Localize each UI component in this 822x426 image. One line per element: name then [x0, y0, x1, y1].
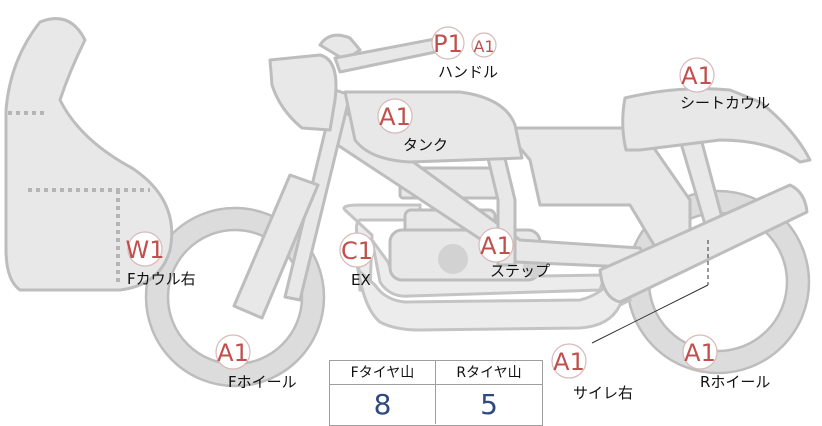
- marker-muffler-right-code: A1: [553, 348, 585, 376]
- marker-ex: C1 EX: [339, 232, 375, 289]
- rear-tread-header: Rタイヤ山: [436, 361, 542, 385]
- marker-muffler-right-label: サイレ右: [573, 384, 633, 402]
- marker-f-cowl-right-label: Fカウル右: [127, 270, 196, 288]
- marker-handle-p1: P1 ハンドル: [431, 26, 498, 81]
- marker-seat-cowl-label: シートカウル: [680, 94, 770, 112]
- marker-r-wheel-label: Rホイール: [700, 373, 770, 391]
- cowl-seam: [8, 111, 150, 285]
- marker-r-wheel: A1 Rホイール: [682, 334, 770, 391]
- marker-tank: A1 タンク: [377, 98, 448, 154]
- muffler: [591, 183, 809, 344]
- front-cowl: [4, 17, 174, 292]
- marker-handle-a1-code: A1: [473, 37, 494, 56]
- marker-step: A1 ステップ: [478, 227, 550, 280]
- marker-f-wheel-code: A1: [217, 339, 249, 367]
- marker-seat-cowl-code: A1: [681, 62, 713, 90]
- marker-step-code: A1: [480, 232, 512, 260]
- front-tread-header: Fタイヤ山: [330, 361, 436, 385]
- rear-tread-value: 5: [480, 388, 498, 421]
- marker-tank-label: タンク: [403, 136, 448, 154]
- marker-seat-cowl: A1 シートカウル: [679, 57, 770, 112]
- marker-ex-label: EX: [351, 271, 371, 289]
- exhaust-pipes: [342, 203, 633, 332]
- marker-r-wheel-code: A1: [684, 339, 716, 367]
- marker-f-cowl-right: W1 Fカウル右: [126, 231, 196, 288]
- marker-step-label: ステップ: [490, 262, 550, 280]
- marker-tank-code: A1: [379, 103, 411, 131]
- tread-depth-table: Fタイヤ山 Rタイヤ山 8 5: [329, 360, 543, 426]
- marker-ex-code: C1: [341, 237, 373, 265]
- marker-f-wheel: A1 Fホイール: [215, 334, 297, 391]
- marker-f-cowl-right-code: W1: [126, 236, 165, 264]
- marker-handle-p1-label: ハンドル: [438, 63, 498, 81]
- marker-muffler-right: A1 サイレ右: [551, 343, 633, 402]
- marker-handle-p1-code: P1: [433, 30, 463, 58]
- front-tread-value: 8: [330, 385, 436, 424]
- marker-f-wheel-label: Fホイール: [228, 373, 297, 391]
- marker-handle-a1: A1: [471, 32, 497, 58]
